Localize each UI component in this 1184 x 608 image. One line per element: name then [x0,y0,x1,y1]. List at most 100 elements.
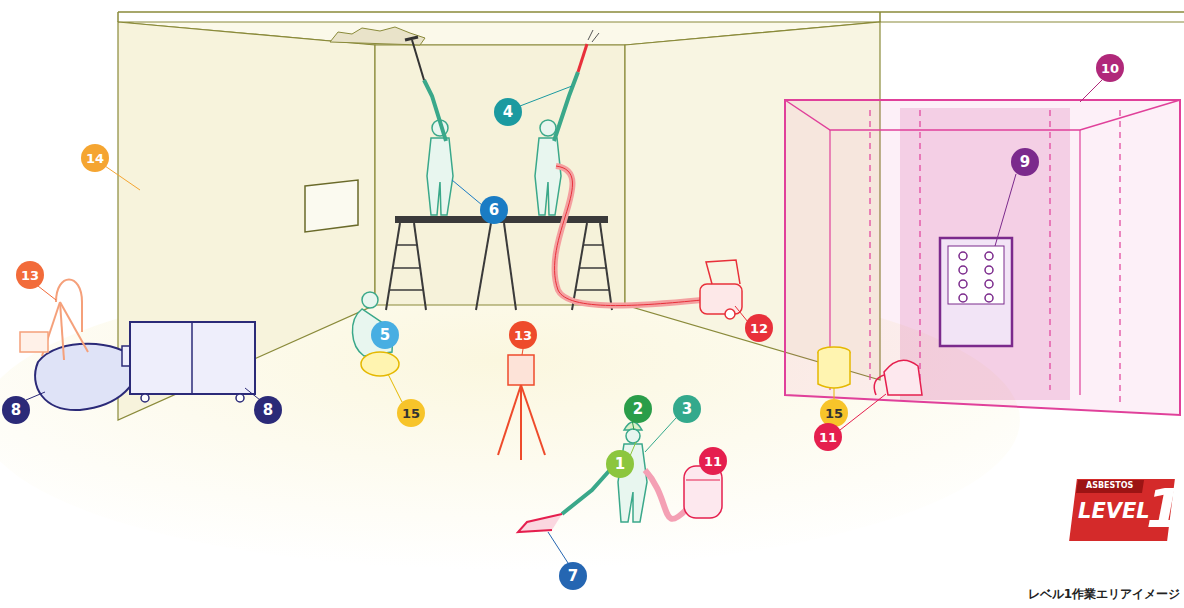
scraper-blade [405,37,418,40]
level-badge: ASBESTOSLEVEL1 [1066,476,1178,544]
badge-text: 1 [1146,482,1184,536]
leader-line [735,306,748,322]
vacuum-cleaner [884,360,922,395]
tripod-leg [521,385,545,455]
worker-head [626,429,640,443]
leader-line [834,388,835,399]
vacuum-hose [645,470,686,519]
rung [583,244,604,246]
worker-body [427,138,453,215]
scaffold-leg [504,223,516,310]
leader-line [245,388,260,400]
callout-number: 14 [81,144,109,172]
scaffold-leg [572,223,587,310]
scaffold-rungs [389,245,610,290]
tripod-leg [60,302,88,352]
callout-number: 11 [814,423,842,451]
air-sampler [20,332,48,352]
waste-bag [361,352,399,376]
enclosure-panel [900,108,1070,400]
leader-line [1080,80,1102,102]
nozzle [985,252,993,260]
window [305,180,358,232]
suction-unit [700,284,742,314]
leader-line [522,349,523,355]
scaffold-leg [476,223,491,310]
vacuum-hose [874,375,884,395]
badge-band [1076,480,1144,493]
curtain-line [919,110,920,385]
nozzle [959,294,967,302]
nozzle [985,266,993,274]
exhaust-duct [35,344,137,410]
leader-line [38,286,56,300]
callout-number: 11 [699,447,727,475]
worker-scraping [424,80,453,215]
ceiling-beam [879,12,881,22]
callout-number: 1 [606,450,634,478]
leader-line [645,418,676,452]
nozzle [959,266,967,274]
callout-number: 13 [16,261,44,289]
leader-line [995,174,1016,246]
suction-hose-edge [555,166,702,306]
nozzles [959,252,993,302]
nozzle [985,294,993,302]
worker-body [535,138,561,215]
tripod-leg [520,385,522,460]
suction-hose [555,166,702,306]
air-sampler [508,355,534,385]
nozzle [959,280,967,288]
scaffold-legs [386,223,612,310]
rung [397,244,418,246]
rung [389,289,424,291]
callout-number: 9 [1011,148,1039,176]
nozzle [985,280,993,288]
tripod-leg [498,385,521,455]
wheel [725,309,735,319]
unit-divider [191,322,193,394]
spray-mist [588,30,599,42]
badge-text: LEVEL [1078,501,1150,522]
leader-line [452,180,482,205]
back-wall [375,45,625,305]
curtain-line [1049,110,1050,390]
ceiling-beam [117,12,119,22]
suction-unit-handle [706,260,740,284]
negative-pressure-unit [130,322,255,394]
callout-number: 4 [494,98,522,126]
callout-number: 12 [745,314,773,342]
callout-number: 10 [1096,54,1124,82]
callout-number: 13 [509,321,537,349]
vacuum-nozzle [518,514,562,532]
ceiling-beam [880,21,1184,22]
leader-line [26,392,45,400]
callout-number: 3 [673,395,701,423]
caption: レベル1作業エリアイメージ [1028,586,1180,603]
scraper [412,40,424,80]
rung [579,267,607,269]
air-shower [940,238,1012,346]
badge-subtitle: ASBESTOS [1086,482,1133,490]
leader-line [388,374,402,402]
leader-line [548,532,568,563]
worker-arm [554,72,578,141]
worker-head [362,292,378,308]
callout-number: 8 [254,396,282,424]
nozzle-panel [948,246,1004,304]
scaffold-leg [386,223,400,310]
spray-nozzle [578,44,587,72]
leader-line [630,442,636,456]
tripod [42,302,88,360]
ceiling-damage [330,27,425,45]
worker-head [540,120,556,136]
leader-lines [26,80,1102,563]
callout-number: 6 [480,196,508,224]
leader-line [105,166,140,190]
vacuum-band [686,479,720,480]
enclosure-frame [785,100,1180,130]
rung [393,267,421,269]
